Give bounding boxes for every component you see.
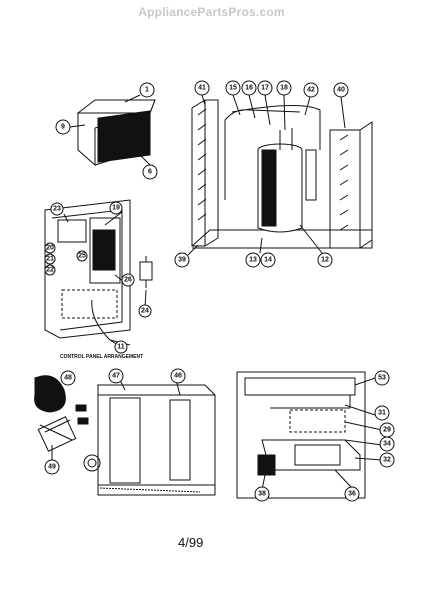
callout-12: 12	[317, 252, 333, 268]
svg-text:46: 46	[174, 373, 182, 380]
callout-48: 48	[60, 370, 76, 386]
callout-23: 23	[50, 202, 64, 216]
callout-32: 32	[379, 452, 395, 468]
svg-text:39: 39	[178, 257, 186, 264]
callout-46: 46	[170, 368, 186, 384]
compressor-assembly	[191, 99, 373, 249]
control-panel-caption: CONTROL PANEL ARRANGEMENT	[60, 354, 143, 360]
callout-1: 1	[139, 82, 155, 98]
callout-36: 36	[344, 486, 360, 502]
svg-text:42: 42	[307, 87, 315, 94]
svg-text:34: 34	[383, 441, 391, 448]
callout-6: 6	[142, 164, 158, 180]
svg-text:38: 38	[258, 491, 266, 498]
svg-text:29: 29	[383, 427, 391, 434]
svg-text:23: 23	[53, 206, 61, 213]
callout-41: 41	[194, 80, 210, 96]
callout-21: 21	[44, 253, 56, 265]
svg-text:53: 53	[378, 375, 386, 382]
svg-text:9: 9	[61, 124, 65, 131]
svg-text:36: 36	[348, 491, 356, 498]
callout-15: 15	[225, 80, 241, 96]
svg-text:47: 47	[112, 373, 120, 380]
svg-text:32: 32	[383, 457, 391, 464]
callout-31: 31	[374, 405, 390, 421]
callout-11: 11	[114, 340, 128, 354]
front-grille	[76, 99, 156, 167]
svg-text:18: 18	[280, 85, 288, 92]
callout-18: 18	[276, 80, 292, 96]
svg-text:26: 26	[124, 277, 132, 284]
svg-text:20: 20	[46, 245, 54, 252]
callout-49: 49	[44, 459, 60, 475]
svg-text:25: 25	[78, 253, 86, 260]
svg-text:31: 31	[378, 410, 386, 417]
callout-24: 24	[138, 304, 152, 318]
callout-16: 16	[241, 80, 257, 96]
svg-text:17: 17	[261, 85, 269, 92]
callout-20: 20	[44, 242, 56, 254]
svg-text:6: 6	[148, 169, 152, 176]
svg-text:16: 16	[245, 85, 253, 92]
callout-19: 19	[109, 201, 123, 215]
callout-26: 26	[121, 273, 135, 287]
callout-13: 13	[245, 252, 261, 268]
svg-text:19: 19	[112, 205, 120, 212]
control-panel	[44, 199, 153, 346]
base-pan-assembly	[236, 371, 366, 499]
svg-text:22: 22	[46, 267, 54, 274]
svg-text:13: 13	[249, 257, 257, 264]
svg-text:12: 12	[321, 257, 329, 264]
bottom-left-parts	[34, 375, 216, 496]
svg-text:1: 1	[145, 87, 149, 94]
callout-22: 22	[44, 264, 56, 276]
svg-text:48: 48	[64, 375, 72, 382]
svg-text:40: 40	[337, 87, 345, 94]
callout-17: 17	[257, 80, 273, 96]
callouts: 1 9 6 41 15 16 17 18 42 40 39 13 14 12 2…	[44, 80, 395, 502]
watermark: AppliancePartsPros.com	[138, 5, 285, 19]
svg-text:21: 21	[46, 256, 54, 263]
svg-text:11: 11	[117, 344, 125, 351]
callout-39: 39	[174, 252, 190, 268]
callout-9: 9	[55, 119, 71, 135]
callout-40: 40	[333, 82, 349, 98]
callout-25: 25	[76, 250, 88, 262]
callout-53: 53	[374, 370, 390, 386]
svg-text:15: 15	[229, 85, 237, 92]
svg-text:49: 49	[48, 464, 56, 471]
callout-34: 34	[379, 436, 395, 452]
callout-47: 47	[108, 368, 124, 384]
svg-text:24: 24	[141, 308, 149, 315]
callout-29: 29	[379, 422, 395, 438]
revision-date: 4/99	[178, 535, 204, 550]
svg-text:41: 41	[198, 85, 206, 92]
callout-42: 42	[303, 82, 319, 98]
svg-text:14: 14	[264, 257, 272, 264]
callout-38: 38	[254, 486, 270, 502]
callout-14: 14	[260, 252, 276, 268]
